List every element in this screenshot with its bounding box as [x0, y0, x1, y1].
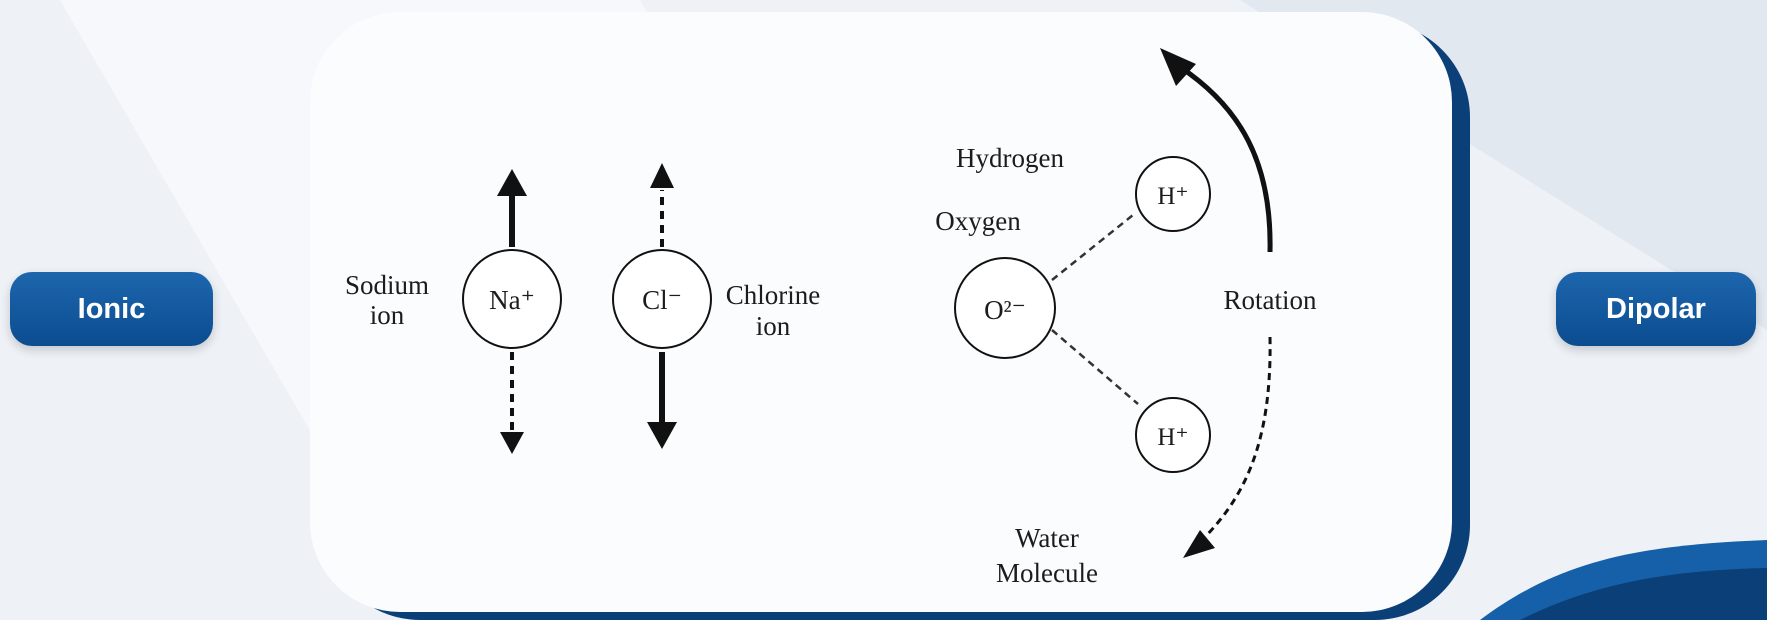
chlorine-arrow-head-down: [647, 422, 677, 449]
sodium-arrow-head-up: [497, 169, 527, 196]
sodium-symbol: Na⁺: [489, 285, 535, 315]
sodium-arrow-head-down: [500, 432, 524, 454]
sodium-label-line2: ion: [370, 300, 405, 330]
rotation-solid-arc: [1178, 64, 1273, 253]
bond-bottom: [1051, 329, 1139, 405]
ionic-pill: Ionic: [10, 272, 213, 346]
chlorine-ion-group: Cl⁻ Chlorine ion: [612, 163, 821, 449]
oxygen-label: Oxygen: [935, 206, 1021, 236]
rotation-arrow-head-top: [1160, 48, 1196, 86]
chlorine-symbol: Cl⁻: [642, 285, 682, 315]
oxygen-circle: [954, 257, 1056, 359]
rotation-dashed-arc: [1200, 336, 1272, 542]
ionic-pill-label: Ionic: [77, 292, 146, 325]
chlorine-label-line2: ion: [756, 311, 791, 341]
diagram-card: Na⁺ Sodium ion Cl⁻ Chlorine ion O²⁻ H⁺ H…: [310, 12, 1452, 612]
dipolar-pill-label: Dipolar: [1606, 292, 1706, 325]
chlorine-label-line1: Chlorine: [726, 280, 821, 310]
hydrogen-top-symbol: H⁺: [1157, 183, 1188, 210]
rotation-label-bg: [1210, 282, 1330, 318]
hydrogen-bottom-symbol: H⁺: [1157, 424, 1188, 451]
rotation-label: Rotation: [1224, 285, 1317, 315]
rotation-arrow-head-bottom: [1183, 530, 1215, 558]
oxygen-symbol: O²⁻: [984, 295, 1026, 325]
dipolar-pill: Dipolar: [1556, 272, 1756, 346]
hydrogen-top-circle: [1135, 156, 1211, 232]
chlorine-circle: [612, 249, 712, 349]
water-molecule-group: O²⁻ H⁺ H⁺ Hydrogen Oxygen Water Molecule: [935, 143, 1211, 588]
hydrogen-label: Hydrogen: [956, 143, 1064, 173]
water-label-line2: Molecule: [996, 558, 1098, 588]
hydrogen-bottom-circle: [1135, 397, 1211, 473]
water-label-line1: Water: [1015, 523, 1079, 553]
chlorine-arrow-head-up: [650, 163, 674, 188]
bond-top: [1051, 214, 1134, 281]
dielectric-diagram: Na⁺ Sodium ion Cl⁻ Chlorine ion O²⁻ H⁺ H…: [345, 48, 1330, 588]
sodium-ion-group: Na⁺ Sodium ion: [345, 169, 562, 454]
sodium-label-line1: Sodium: [345, 270, 429, 300]
sodium-circle: [462, 249, 562, 349]
rotation-arrow-group: Rotation: [1160, 48, 1330, 558]
